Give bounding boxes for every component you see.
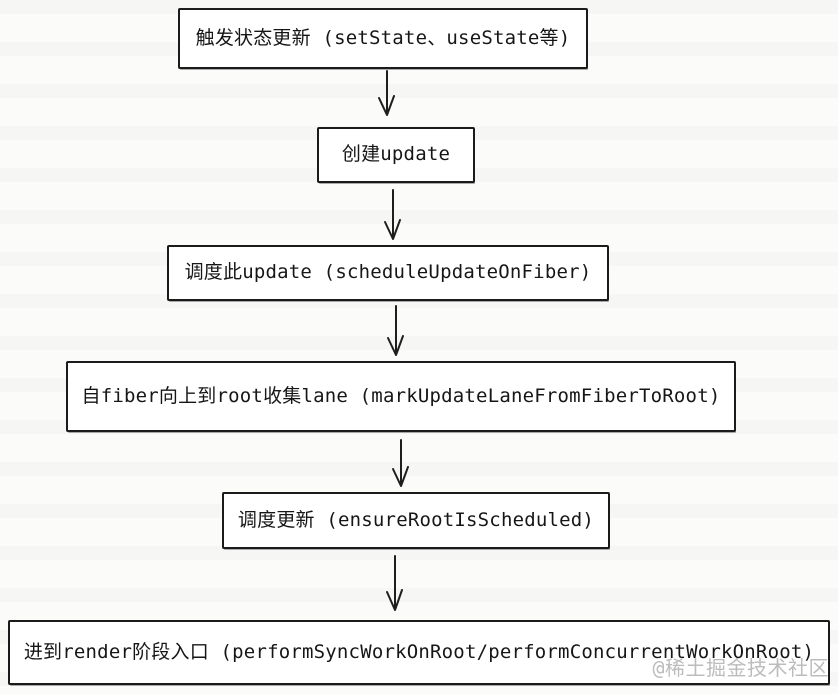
- flow-node-create-update: 创建update: [317, 127, 475, 183]
- flow-node-schedule-this-update: 调度此update (scheduleUpdateOnFiber): [167, 245, 609, 301]
- flow-node-label: 调度此update (scheduleUpdateOnFiber): [184, 261, 592, 284]
- flow-node-label: 自fiber向上到root收集lane (markUpdateLaneFromF…: [81, 384, 721, 407]
- flow-node-trigger-state-update: 触发状态更新 (setState、useState等): [178, 8, 588, 69]
- flow-node-schedule-update: 调度更新 (ensureRootIsScheduled): [222, 492, 610, 549]
- flow-node-label: 创建update: [341, 143, 451, 166]
- flow-node-label: 调度更新 (ensureRootIsScheduled): [237, 508, 595, 531]
- down-arrow-connector: [384, 305, 408, 357]
- down-arrow-connector: [375, 70, 399, 117]
- down-arrow-connector: [389, 439, 413, 488]
- down-arrow-connector: [381, 189, 405, 241]
- down-arrow-connector: [383, 555, 407, 612]
- flow-node-collect-lane-to-root: 自fiber向上到root收集lane (markUpdateLaneFromF…: [66, 361, 736, 432]
- flow-node-label: 触发状态更新 (setState、useState等): [195, 26, 571, 49]
- flow-node-label: 进到render阶段入口 (performSyncWorkOnRoot/perf…: [23, 640, 815, 663]
- flow-node-render-phase-entry: 进到render阶段入口 (performSyncWorkOnRoot/perf…: [8, 620, 830, 685]
